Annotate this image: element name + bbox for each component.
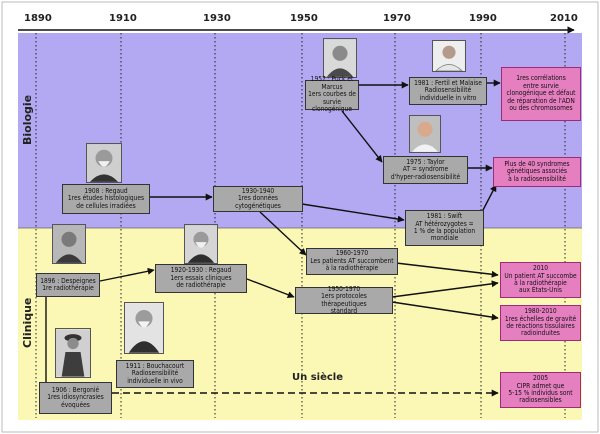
year-label: 1890 [24, 13, 52, 24]
portrait-regaud-photo [86, 143, 122, 183]
clinic-band [18, 228, 582, 420]
portrait-bouchacourt-photo [124, 302, 164, 354]
event-1981-swift: 1981 : Swift AT hétérozygotes = 1 % de l… [405, 210, 484, 246]
arrows [45, 79, 501, 394]
event-first-correlations: 1res corrélations entre survie clonogéni… [501, 67, 581, 121]
event-40-syndromes: Plus de 40 syndromes génétiques associés… [493, 157, 581, 187]
portrait-malaise-photo [432, 40, 466, 72]
portrait-taylor-photo [409, 115, 441, 153]
biology-label: Biologie [21, 94, 34, 145]
event-1920-1930-regaud: 1920-1930 : Regaud 1ers essais cliniques… [155, 264, 247, 293]
portrait-despeignes-photo [52, 224, 86, 264]
event-1906-bergonie: 1906 : Bergonié 1res idiosyncrasies évoq… [39, 382, 112, 414]
year-label: 1950 [290, 13, 318, 24]
event-2005-cipr: 2005 CIPR admet que 5-15 % individus son… [500, 372, 581, 408]
event-1911-bouchacourt: 1911 : Bouchacourt Radiosensibilité indi… [116, 360, 194, 388]
event-1930-1940-cytogenetics: 1930-1940 1res données cytogénétiques [213, 186, 303, 212]
century-title: Un siècle [292, 372, 344, 383]
year-label: 1910 [109, 13, 137, 24]
portrait-bergonie-photo [55, 328, 91, 378]
year-label: 1930 [203, 13, 231, 24]
portrait-regaud2-photo [184, 224, 218, 264]
event-1980-2010-scales: 1980-2010 1res échelles de gravité de ré… [500, 305, 581, 341]
event-1975-taylor: 1975 : Taylor AT = syndrome d'hyper-radi… [383, 156, 468, 184]
event-2010-at-patient: 2010 Un patient AT succombe à la radioth… [500, 262, 581, 298]
year-label: 1970 [383, 13, 411, 24]
event-1908-regaud: 1908 : Regaud 1res études histologiques … [62, 184, 150, 214]
year-label: 1990 [469, 13, 497, 24]
clinic-label: Clinique [21, 297, 34, 348]
event-1960-1970-at-patients: 1960-1970 Les patients AT succombent à l… [306, 248, 398, 275]
event-1896-despeignes: 1896 : Despeignes 1re radiothérapie [36, 273, 100, 297]
year-label: 2010 [550, 13, 578, 24]
event-1981-fertil-malaise: 1981 : Fertil et Malaise Radiosensibilit… [409, 77, 487, 105]
event-1950-1970-protocols: 1950-1970 1ers protocoles thérapeutiques… [295, 285, 393, 315]
event-1957-puck-marcus: 1957 : Puck et Marcus 1ers courbes de su… [305, 76, 359, 113]
portrait-puck-photo [323, 38, 357, 78]
